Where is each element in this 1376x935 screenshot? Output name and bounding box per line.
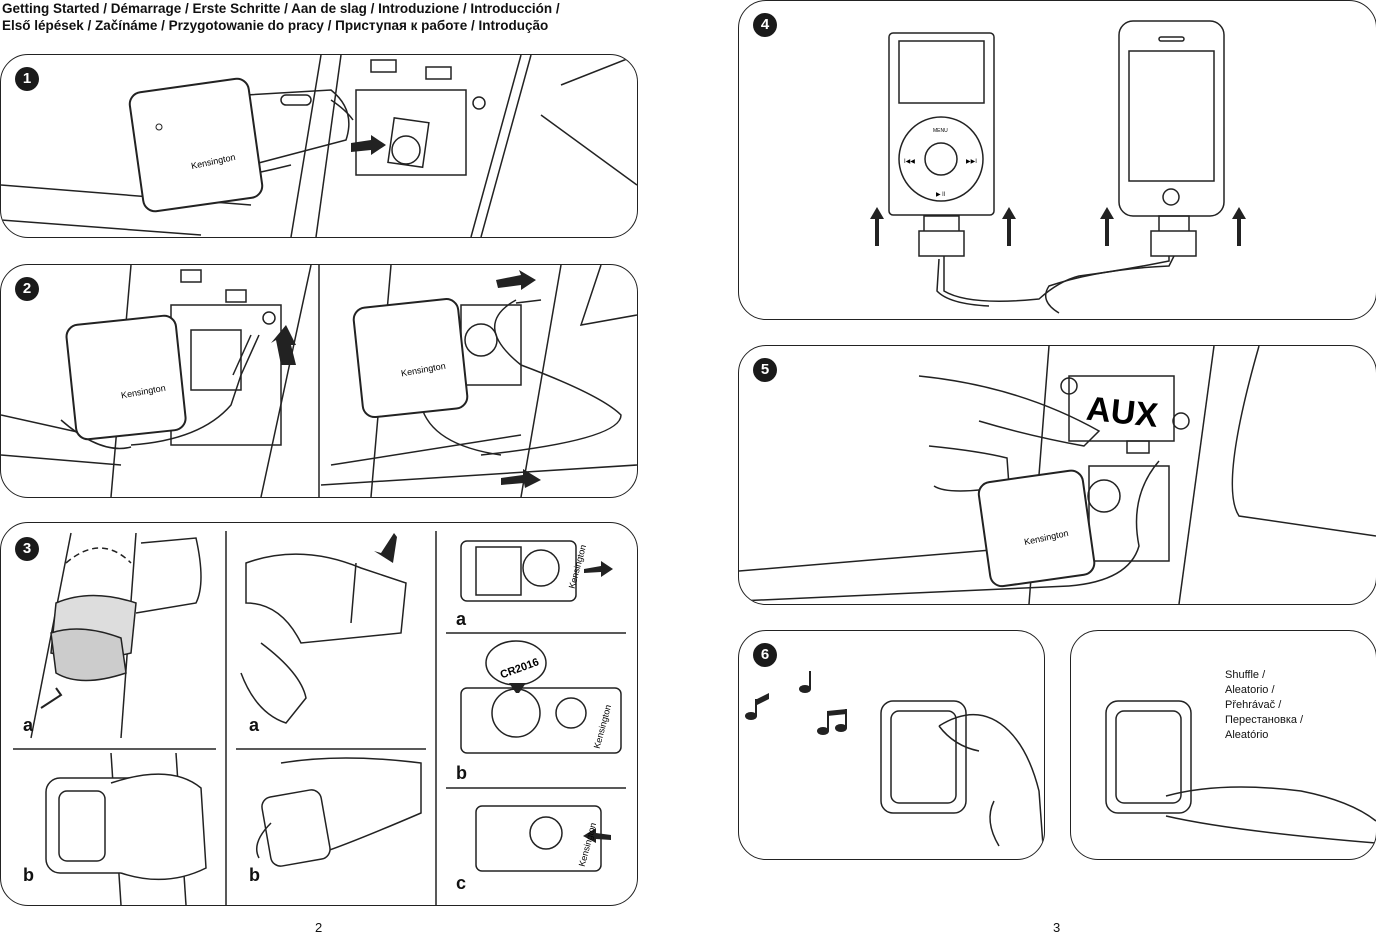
step-3-left-a: a [23,715,34,735]
step-6-illustration [745,671,1044,859]
step-6-panel: 6 [738,630,1045,860]
step-3-illustration: CR2016 Kensington Kensington Kensington [13,531,626,905]
step-3-right-a: a [456,609,467,629]
step-4-panel: MENU ▶ ll I◀◀ ▶▶I 4 [738,0,1376,320]
step-3-badge: 3 [15,537,39,561]
step-1-badge: 1 [15,67,39,91]
aux-display: AUX [1085,390,1161,435]
shuffle-caption: Shuffle / Aleatorio / Přehrávač / Перест… [1225,668,1303,743]
header-line-1: Getting Started / Démarrage / Erste Schr… [2,1,560,16]
shuffle-line-4: Перестановка / [1225,714,1304,726]
step-3-mid-a: a [249,715,260,735]
shuffle-line-5: Aleatório [1225,729,1269,741]
step-5-illustration: Kensington AUX [739,346,1376,604]
page-header: Getting Started / Démarrage / Erste Schr… [2,0,560,34]
step-6b-panel [1070,630,1376,860]
step-4-illustration: MENU ▶ ll I◀◀ ▶▶I [870,20,1246,314]
step-6-badge: 6 [753,643,777,667]
ipod-prev: I◀◀ [904,159,915,165]
step-2-panel: Kensington Kensington 2 [0,264,638,498]
shuffle-line-1: Shuffle / [1225,669,1266,681]
shuffle-line-2: Aleatorio / [1225,684,1275,696]
header-line-2: Első lépések / Začínáme / Przygotowanie … [2,18,549,33]
shuffle-line-3: Přehrávač / [1225,699,1282,711]
step-1-illustration: Kensington [1,55,637,237]
ipod-play: ▶ ll [936,192,945,198]
step-4-badge: 4 [753,13,777,37]
ipod-menu: MENU [933,128,948,134]
page-number-right: 3 [1053,920,1061,935]
step-3-right-c: c [456,873,467,893]
step-6b-illustration [1105,700,1376,844]
page-number-left: 2 [315,920,323,935]
step-3-panel: CR2016 Kensington Kensington Kensington … [0,522,638,906]
step-1-panel: Kensington 1 [0,54,638,238]
step-3-mid-b: b [249,865,260,885]
step-2-illustration: Kensington Kensington [1,265,637,497]
step-5-panel: Kensington AUX 5 [738,345,1376,605]
step-3-right-b: b [456,763,467,783]
step-3-left-b: b [23,865,34,885]
music-notes-icon [745,671,847,735]
up-arrow-icon [870,207,1246,246]
ipod-next: ▶▶I [966,159,977,165]
step-5-badge: 5 [753,358,777,382]
step-2-badge: 2 [15,277,39,301]
